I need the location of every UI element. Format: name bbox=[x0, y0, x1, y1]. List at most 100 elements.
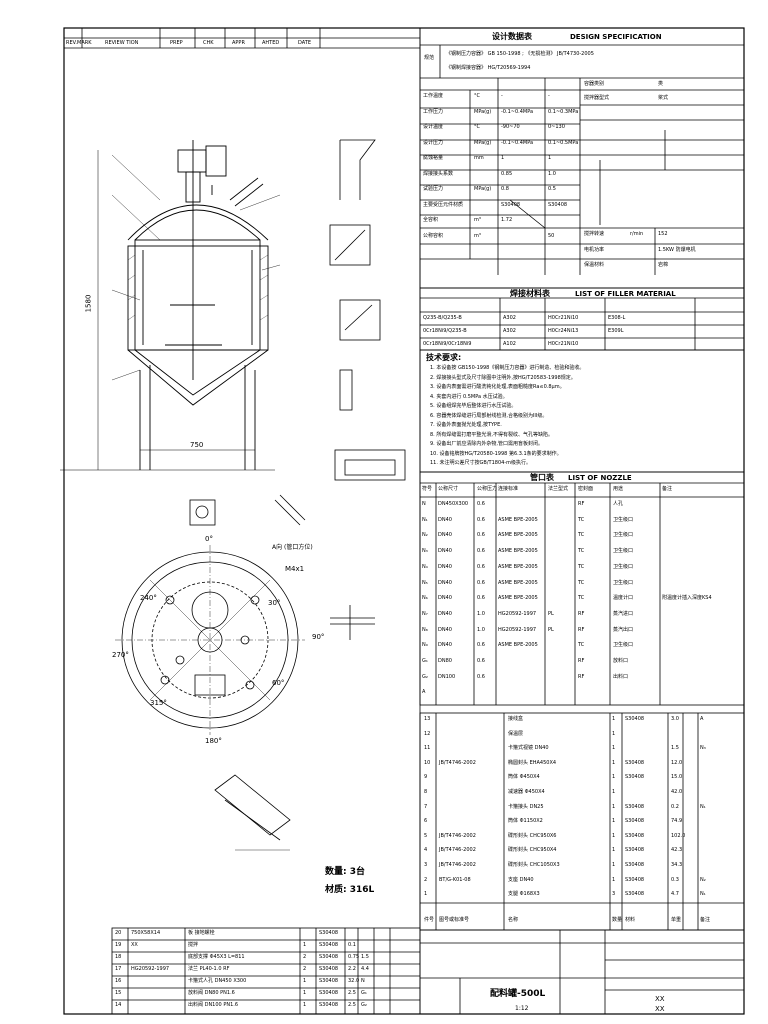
nozzle-cell: 放料口 bbox=[613, 658, 629, 664]
param-label: 工作压力 bbox=[423, 108, 444, 115]
param-value-2: 0.1~0.3MPa bbox=[548, 108, 579, 115]
bom-lower-cell: 1 bbox=[303, 942, 307, 948]
nozzle-cell: TC bbox=[578, 595, 585, 602]
right-param-value: 152 bbox=[658, 231, 668, 237]
nozzle-cell: 卫生级口 bbox=[613, 579, 634, 586]
tech-req-item: 3. 设备内表面需进行酸洗钝化处理,表面粗糙度Ra≤0.8μm。 bbox=[430, 384, 565, 390]
bom-lower-cell: 0.1 bbox=[348, 942, 356, 948]
nozzle-cell: TC bbox=[578, 642, 585, 649]
bom-cell: BT/G-K01-08 bbox=[439, 876, 471, 883]
bom-lower-cell: 14 bbox=[115, 1002, 122, 1008]
nozzle-header: 法兰型式 bbox=[548, 486, 569, 492]
drawing-no: XX bbox=[655, 1005, 665, 1013]
bom-cell: 碟形封头 CHC950X6 bbox=[508, 832, 557, 839]
nozzle-cell: 卫生级口 bbox=[613, 532, 634, 539]
design-spec-title-en: DESIGN SPECIFICATION bbox=[570, 33, 662, 41]
bom-cell: 9 bbox=[424, 774, 428, 781]
bom-cell: 接线盒 bbox=[508, 716, 524, 722]
bom-cell: S30408 bbox=[625, 847, 645, 854]
nozzle-cell: ASME BPE-2005 bbox=[498, 563, 538, 570]
right-param-value: 1.5KW 防爆电机 bbox=[658, 247, 696, 253]
param-label: 设计温度 bbox=[423, 124, 444, 130]
rev-header-date: DATE bbox=[298, 40, 312, 46]
nozzle-cell: DN40 bbox=[438, 579, 452, 586]
filler-cell: 0Cr18Ni9/Q235-B bbox=[423, 328, 467, 334]
bom-cell: S30408 bbox=[625, 832, 645, 839]
bom-lower-cell: G₂ bbox=[361, 1002, 367, 1008]
bom-lower-cell: 32.0 bbox=[348, 978, 360, 984]
nozzle-cell: 0.6 bbox=[477, 501, 485, 507]
bom-cell: 1 bbox=[612, 789, 616, 795]
param-value-1: -0.1~0.4MPa bbox=[501, 139, 534, 146]
material-note: 材质: 316L bbox=[325, 885, 375, 895]
param-value-2: 0.1~0.5MPa bbox=[548, 139, 579, 146]
nozzle-cell: RF bbox=[578, 658, 585, 664]
bom-cell: 减速器 Φ450X4 bbox=[508, 789, 545, 795]
bom-lower-cell: 法兰 PL40-1.0 RF bbox=[188, 966, 230, 972]
nozzle-cell: DN40 bbox=[438, 610, 452, 617]
nozzle-cell: 0.6 bbox=[477, 548, 485, 555]
nozzle-cell: PL bbox=[548, 626, 554, 633]
bom-lower-cell: XX bbox=[131, 942, 138, 948]
bom-cell: N₂ bbox=[700, 876, 706, 883]
tech-req-item: 8. 所有焊缝需打磨平整光滑,不得有裂纹、气孔等缺陷。 bbox=[430, 431, 553, 438]
angle-270: 270° bbox=[112, 651, 129, 659]
bom-lower-cell: S30408 bbox=[319, 1002, 339, 1008]
nozzle-header: 密封面 bbox=[578, 486, 594, 492]
bom-lower-cell: S30408 bbox=[319, 942, 339, 948]
drawing-scale: 1:12 bbox=[515, 1005, 529, 1012]
nozzle-cell: 出料口 bbox=[613, 673, 629, 680]
bom-cell: 3 bbox=[612, 891, 616, 898]
rev-header-prep: PREP bbox=[170, 40, 183, 46]
tech-req-item: 5. 设备组焊完毕后整体进行水压试验。 bbox=[430, 403, 517, 409]
bom-cell: 5 bbox=[424, 832, 428, 839]
bom-cell: 1 bbox=[612, 847, 616, 854]
nozzle-cell: DN40 bbox=[438, 516, 452, 523]
filler-cell: E308-L bbox=[608, 315, 626, 321]
bom-lower-cell: 2.5 bbox=[348, 990, 356, 996]
bom-cell: S30408 bbox=[625, 774, 645, 781]
bom-cell: 1 bbox=[612, 818, 616, 825]
tech-req-item: 10. 设备铭牌按HG/T20580-1998 第6.3.1条的要求制作。 bbox=[430, 450, 562, 457]
rev-header-mark: REV.MARK bbox=[66, 40, 92, 46]
bom-lower-cell: S30408 bbox=[319, 966, 339, 972]
bom-lower-cell: 2 bbox=[303, 954, 307, 960]
param-value-2: 1.0 bbox=[548, 170, 556, 177]
bom-lower-cell: HG20592-1997 bbox=[131, 966, 170, 972]
tech-req-item: 2. 焊接接头型式及尺寸除图中注明外,按HG/T20583-1998规定。 bbox=[430, 374, 576, 381]
param-value-2: 0.5 bbox=[548, 186, 556, 192]
nozzle-cell: 0.6 bbox=[477, 579, 485, 586]
bom-cell: JB/T4746-2002 bbox=[439, 847, 476, 854]
param-value-1: -0.1~0.4MPa bbox=[501, 108, 534, 115]
bom-lower-cell: 出料阀 DN100 PN1.6 bbox=[188, 1002, 239, 1008]
bom-cell: 1 bbox=[612, 862, 616, 868]
param-unit: mm bbox=[474, 155, 484, 161]
param-value-1: 1 bbox=[501, 155, 505, 161]
bom-header: 备注 bbox=[700, 917, 711, 923]
angle-180: 180° bbox=[205, 737, 222, 745]
param-value-1: 0.8 bbox=[501, 186, 509, 192]
bom-cell: N₁ bbox=[700, 891, 706, 898]
nozzle-cell: RF bbox=[578, 626, 585, 633]
filler-cell: A302 bbox=[503, 315, 516, 321]
filler-cell: Q235-B/Q235-B bbox=[423, 315, 462, 321]
tech-req-item: 6. 容器壳体焊缝进行局部射线检测,合格级别为III级。 bbox=[430, 412, 548, 419]
nozzle-cell: N₉ bbox=[422, 642, 428, 649]
bom-cell: 1 bbox=[612, 774, 616, 781]
code-line-1: 《钢制压力容器》 GB 150-1998 ; 《无损检测》 JB/T4730-2… bbox=[446, 51, 594, 57]
bom-cell: 筒体 Φ1150X2 bbox=[508, 818, 543, 825]
nozzle-cell: DN40 bbox=[438, 532, 452, 539]
param-value-2: 0~130 bbox=[548, 124, 565, 130]
bom-cell: 1 bbox=[612, 803, 616, 810]
bom-cell: 1 bbox=[612, 876, 616, 883]
tech-req-item: 9. 设备出厂前应清除内外杂物,管口需用盲板封闭。 bbox=[430, 441, 543, 447]
bom-lower-cell: 2 bbox=[303, 966, 307, 972]
right-param-value: 类 bbox=[658, 81, 664, 87]
nozzle-cell: DN40 bbox=[438, 563, 452, 570]
thread-label: M4x1 bbox=[285, 565, 305, 573]
filler-cell: 0Cr18Ni9/0Cr18Ni9 bbox=[423, 341, 472, 347]
bom-cell: 1 bbox=[424, 891, 428, 898]
angle-315: 315° bbox=[150, 699, 167, 707]
bom-lower-cell: 放料阀 DN80 PN1.6 bbox=[188, 990, 235, 996]
